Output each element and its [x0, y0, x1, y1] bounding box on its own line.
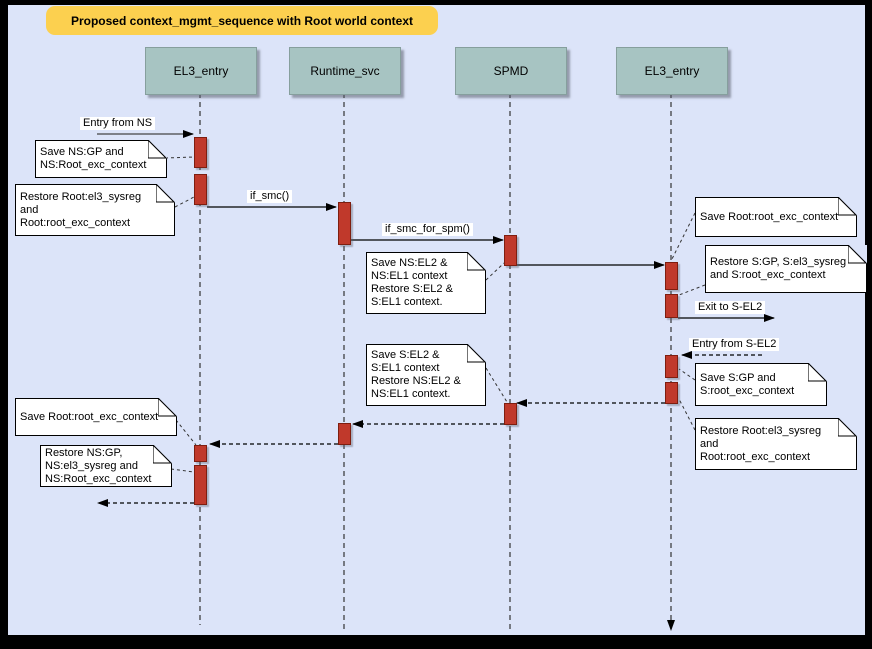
participant-spmd: SPMD — [455, 47, 567, 95]
note-save-s-gp: Save S:GP and S:root_exc_context — [695, 363, 827, 406]
note-fold-icon — [848, 245, 867, 264]
activation-bar — [665, 382, 678, 404]
note-save-s-el2: Save S:EL2 & S:EL1 context Restore NS:EL… — [366, 344, 486, 406]
note-save-root-left: Save Root:root_exc_context — [15, 398, 177, 436]
participant-label: EL3_entry — [173, 64, 229, 78]
activation-bar — [194, 137, 207, 168]
note-fold-icon — [467, 252, 486, 271]
message-if-smc-for-spm-label: if_smc_for_spm() — [382, 223, 473, 236]
participant-label: EL3_entry — [644, 64, 700, 78]
note-restore-root-left: Restore Root:el3_sysreg and Root:root_ex… — [15, 184, 175, 236]
note-fold-icon — [838, 418, 857, 437]
note-save-ns-gp: Save NS:GP and NS:Root_exc_context — [35, 140, 167, 178]
activation-bar — [338, 202, 351, 245]
participant-runtime-svc: Runtime_svc — [289, 47, 401, 95]
note-text: Restore NS:GP, NS:el3_sysreg and NS:Root… — [45, 446, 152, 485]
activation-bar — [665, 355, 678, 378]
activation-bar — [194, 465, 207, 505]
diagram-background — [8, 5, 865, 635]
note-text: Save Root:root_exc_context — [20, 410, 159, 423]
message-if-smc-label: if_smc() — [247, 190, 293, 203]
note-fold-icon — [148, 140, 167, 159]
message-entry-from-ns-label: Entry from NS — [80, 117, 156, 130]
activation-bar — [665, 262, 678, 290]
note-fold-icon — [156, 184, 175, 203]
note-fold-icon — [808, 363, 827, 382]
note-text: Save NS:GP and NS:Root_exc_context — [40, 146, 147, 171]
note-save-root-right: Save Root:root_exc_context — [695, 197, 857, 237]
note-text: Restore Root:el3_sysreg and Root:root_ex… — [700, 424, 822, 463]
note-fold-icon — [153, 445, 172, 464]
activation-bar — [665, 294, 678, 318]
diagram-title: Proposed context_mgmt_sequence with Root… — [46, 6, 438, 35]
note-restore-root-right: Restore Root:el3_sysreg and Root:root_ex… — [695, 418, 857, 470]
activation-bar — [194, 445, 207, 462]
message-entry-from-sel2-label: Entry from S-EL2 — [689, 338, 780, 351]
participant-label: SPMD — [493, 64, 529, 78]
note-restore-ns-gp: Restore NS:GP, NS:el3_sysreg and NS:Root… — [40, 445, 172, 487]
activation-bar — [338, 423, 351, 445]
participant-el3-entry-right: EL3_entry — [616, 47, 728, 95]
note-fold-icon — [838, 197, 857, 216]
note-fold-icon — [158, 398, 177, 417]
note-text: Restore S:GP, S:el3_sysreg and S:root_ex… — [710, 256, 847, 281]
note-text: Restore Root:el3_sysreg and Root:root_ex… — [20, 190, 142, 229]
note-text: Save Root:root_exc_context — [700, 210, 839, 223]
message-exit-to-sel2-label: Exit to S-EL2 — [695, 301, 766, 314]
activation-bar — [194, 174, 207, 205]
activation-bar — [504, 235, 517, 266]
note-text: Save S:EL2 & S:EL1 context Restore NS:EL… — [371, 349, 461, 400]
note-fold-icon — [467, 344, 486, 363]
note-restore-s-gp: Restore S:GP, S:el3_sysreg and S:root_ex… — [705, 245, 867, 293]
activation-bar — [504, 403, 517, 425]
note-text: Save S:GP and S:root_exc_context — [700, 371, 795, 397]
participant-label: Runtime_svc — [310, 64, 380, 78]
note-save-ns-el2: Save NS:EL2 & NS:EL1 context Restore S:E… — [366, 252, 486, 314]
note-text: Save NS:EL2 & NS:EL1 context Restore S:E… — [371, 257, 453, 308]
participant-el3-entry-left: EL3_entry — [145, 47, 257, 95]
